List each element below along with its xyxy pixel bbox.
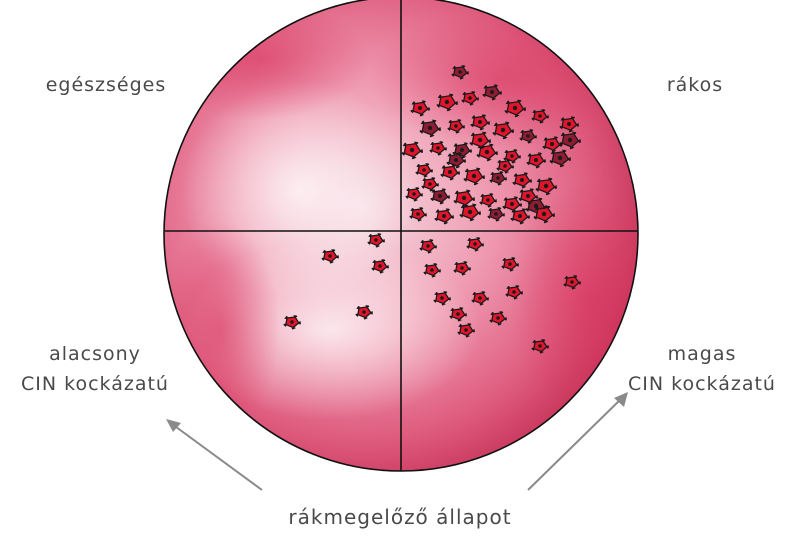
arrow-to-low-risk bbox=[166, 419, 262, 490]
petri-dish bbox=[150, 0, 670, 471]
